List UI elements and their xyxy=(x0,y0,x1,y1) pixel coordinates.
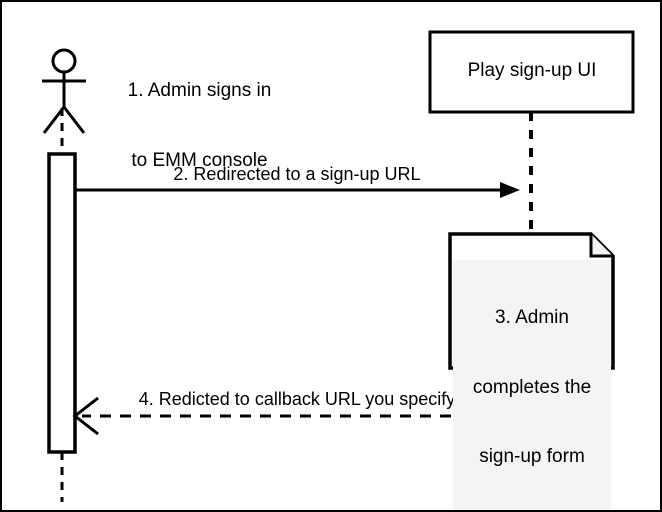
note-text-line-3: sign-up form xyxy=(479,446,585,468)
note-text-line-2: completes the xyxy=(472,376,592,398)
message-arrow-2[interactable] xyxy=(75,182,520,198)
stick-figure-actor-icon xyxy=(42,48,86,134)
actor-caption: 1. Admin signs in to EMM console xyxy=(102,33,297,218)
participant-title: Play sign-up UI xyxy=(467,60,597,81)
message-2-label: 2. Redirected to a sign-up URL xyxy=(173,164,421,184)
actor-caption-line-1: 1. Admin signs in xyxy=(127,80,272,102)
participant-box-play-signup-ui[interactable] xyxy=(428,30,635,114)
actor-activation-bar xyxy=(47,152,77,454)
note-text: 3. Admin completes the sign-up form xyxy=(453,260,611,510)
actor-caption-line-2: to EMM console xyxy=(131,149,268,171)
message-4-label: 4. Redicted to callback URL you specify xyxy=(138,389,456,409)
message-arrow-4[interactable] xyxy=(72,396,531,436)
note-text-line-1: 3. Admin xyxy=(495,307,569,329)
